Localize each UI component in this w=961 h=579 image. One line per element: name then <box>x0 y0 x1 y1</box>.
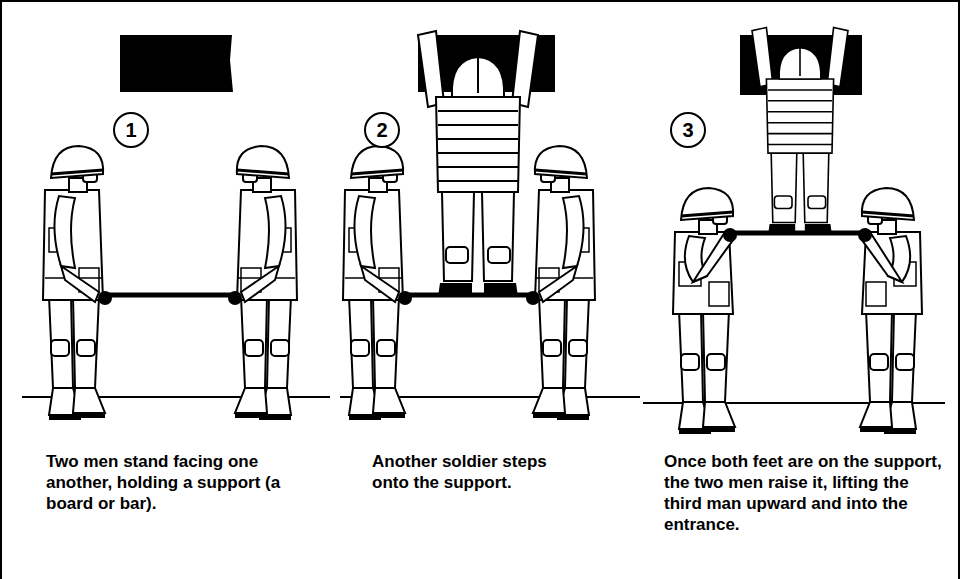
step-number: 1 <box>125 120 136 140</box>
step-caption: Another soldier steps onto the support. <box>372 451 587 493</box>
step-number: 3 <box>682 120 693 140</box>
callout-number: 2 <box>364 112 400 148</box>
step-caption: Once both feet are on the support, the t… <box>664 451 949 535</box>
step-caption: Two men stand facing one another, holdin… <box>46 451 284 514</box>
callout-number: 1 <box>113 112 149 148</box>
step-number: 2 <box>376 120 387 140</box>
callout-number: 3 <box>670 112 706 148</box>
